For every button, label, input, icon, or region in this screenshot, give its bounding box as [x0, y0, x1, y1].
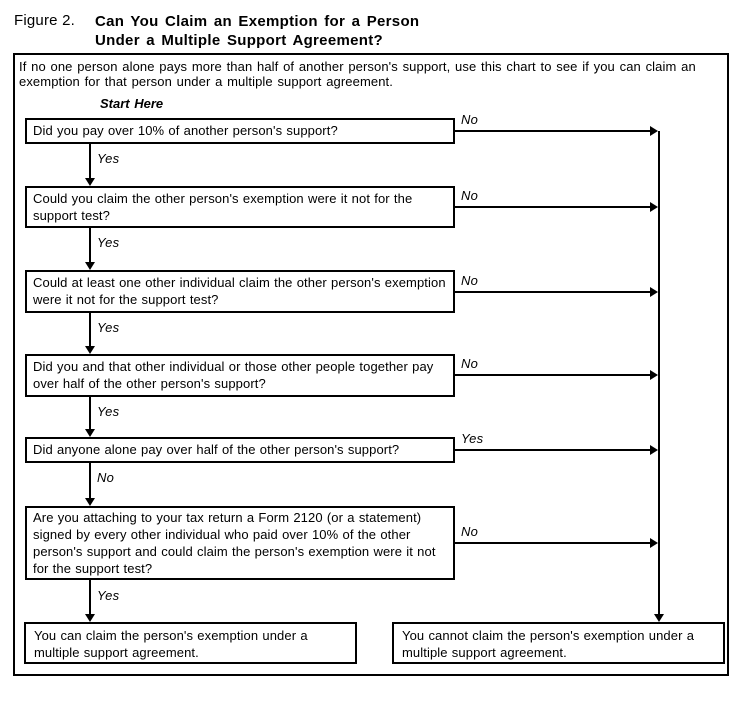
main-flowline — [658, 131, 660, 615]
side-arrowhead-5-icon — [650, 445, 658, 455]
down-label-3: Yes — [97, 320, 120, 335]
down-label-2: Yes — [97, 235, 120, 250]
side-arrow-2 — [453, 206, 650, 208]
start-here-label: Start Here — [100, 96, 164, 111]
side-arrow-1 — [453, 130, 650, 132]
question-box-5: Did anyone alone pay over half of the ot… — [25, 437, 455, 463]
outcome-box-cannot-claim: You cannot claim the person's exemption … — [392, 622, 725, 664]
down-connector-3 — [89, 313, 91, 347]
question-box-6: Are you attaching to your tax return a F… — [25, 506, 455, 580]
figure-title: Can You Claim an Exemption for a Person … — [95, 12, 419, 50]
side-arrowhead-2-icon — [650, 202, 658, 212]
side-arrowhead-1-icon — [650, 126, 658, 136]
down-connector-5 — [89, 463, 91, 499]
figure-title-line1: Can You Claim an Exemption for a Person — [95, 13, 420, 30]
question-box-2: Could you claim the other person's exemp… — [25, 186, 455, 228]
down-arrowhead-4-icon — [85, 429, 95, 437]
down-connector-6 — [89, 580, 91, 615]
question-box-4: Did you and that other individual or tho… — [25, 354, 455, 397]
down-connector-1 — [89, 144, 91, 179]
down-arrowhead-1-icon — [85, 178, 95, 186]
down-arrowhead-6-icon — [85, 614, 95, 622]
question-box-3: Could at least one other individual clai… — [25, 270, 455, 313]
side-arrow-5 — [453, 449, 650, 451]
figure-title-line2: Under a Multiple Support Agreement? — [95, 32, 383, 49]
side-arrowhead-6-icon — [650, 538, 658, 548]
side-arrowhead-3-icon — [650, 287, 658, 297]
figure-number-label: Figure 2. — [14, 12, 75, 29]
down-arrowhead-5-icon — [85, 498, 95, 506]
side-label-2: No — [461, 188, 479, 203]
side-label-4: No — [461, 356, 479, 371]
side-label-5: Yes — [461, 431, 484, 446]
intro-text: If no one person alone pays more than ha… — [19, 59, 696, 89]
side-label-1: No — [461, 112, 479, 127]
down-arrowhead-2-icon — [85, 262, 95, 270]
down-arrowhead-3-icon — [85, 346, 95, 354]
down-label-6: Yes — [97, 588, 120, 603]
side-arrow-3 — [453, 291, 650, 293]
side-label-6: No — [461, 524, 479, 539]
side-arrowhead-4-icon — [650, 370, 658, 380]
down-connector-2 — [89, 228, 91, 263]
down-label-5: No — [97, 470, 115, 485]
side-label-3: No — [461, 273, 479, 288]
outcome-box-can-claim: You can claim the person's exemption und… — [24, 622, 357, 664]
question-box-1: Did you pay over 10% of another person's… — [25, 118, 455, 144]
chart-border — [13, 53, 729, 676]
down-label-4: Yes — [97, 404, 120, 419]
down-label-1: Yes — [97, 151, 120, 166]
main-flowline-arrowhead-icon — [654, 614, 664, 622]
down-connector-4 — [89, 397, 91, 430]
side-arrow-4 — [453, 374, 650, 376]
side-arrow-6 — [453, 542, 650, 544]
